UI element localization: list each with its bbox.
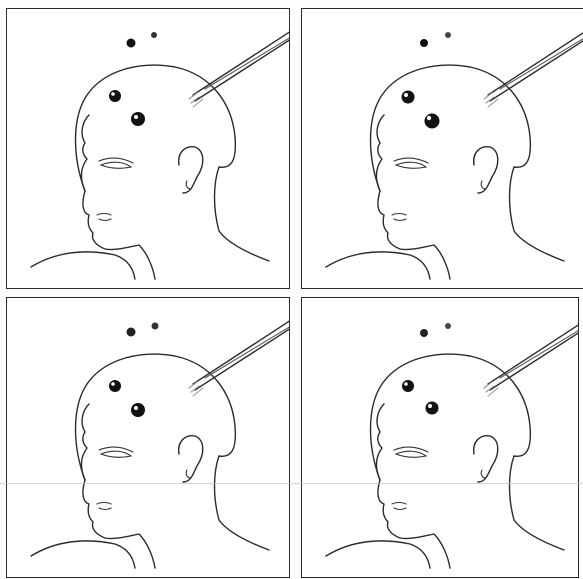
head-outline-icon [326, 354, 564, 568]
panel-4 [301, 297, 579, 578]
sphere-icon [402, 32, 452, 129]
panel-1 [6, 8, 290, 289]
head-outline-icon [31, 65, 269, 279]
probe-icon [484, 320, 579, 396]
sphere-icon [109, 323, 159, 418]
panel-1-drawing [7, 9, 290, 289]
panel-2-drawing [302, 9, 583, 289]
sphere-icon [402, 323, 451, 415]
probe-icon [189, 31, 290, 107]
head-outline-icon [326, 65, 564, 279]
panel-4-drawing [302, 298, 579, 578]
probe-icon [484, 31, 583, 107]
scan-artifact-line [0, 483, 583, 484]
probe-icon [189, 320, 290, 396]
panel-2 [301, 8, 583, 289]
panel-3-drawing [7, 298, 290, 578]
sphere-icon [109, 32, 157, 126]
head-outline-icon [31, 354, 269, 568]
panel-3 [6, 297, 290, 578]
